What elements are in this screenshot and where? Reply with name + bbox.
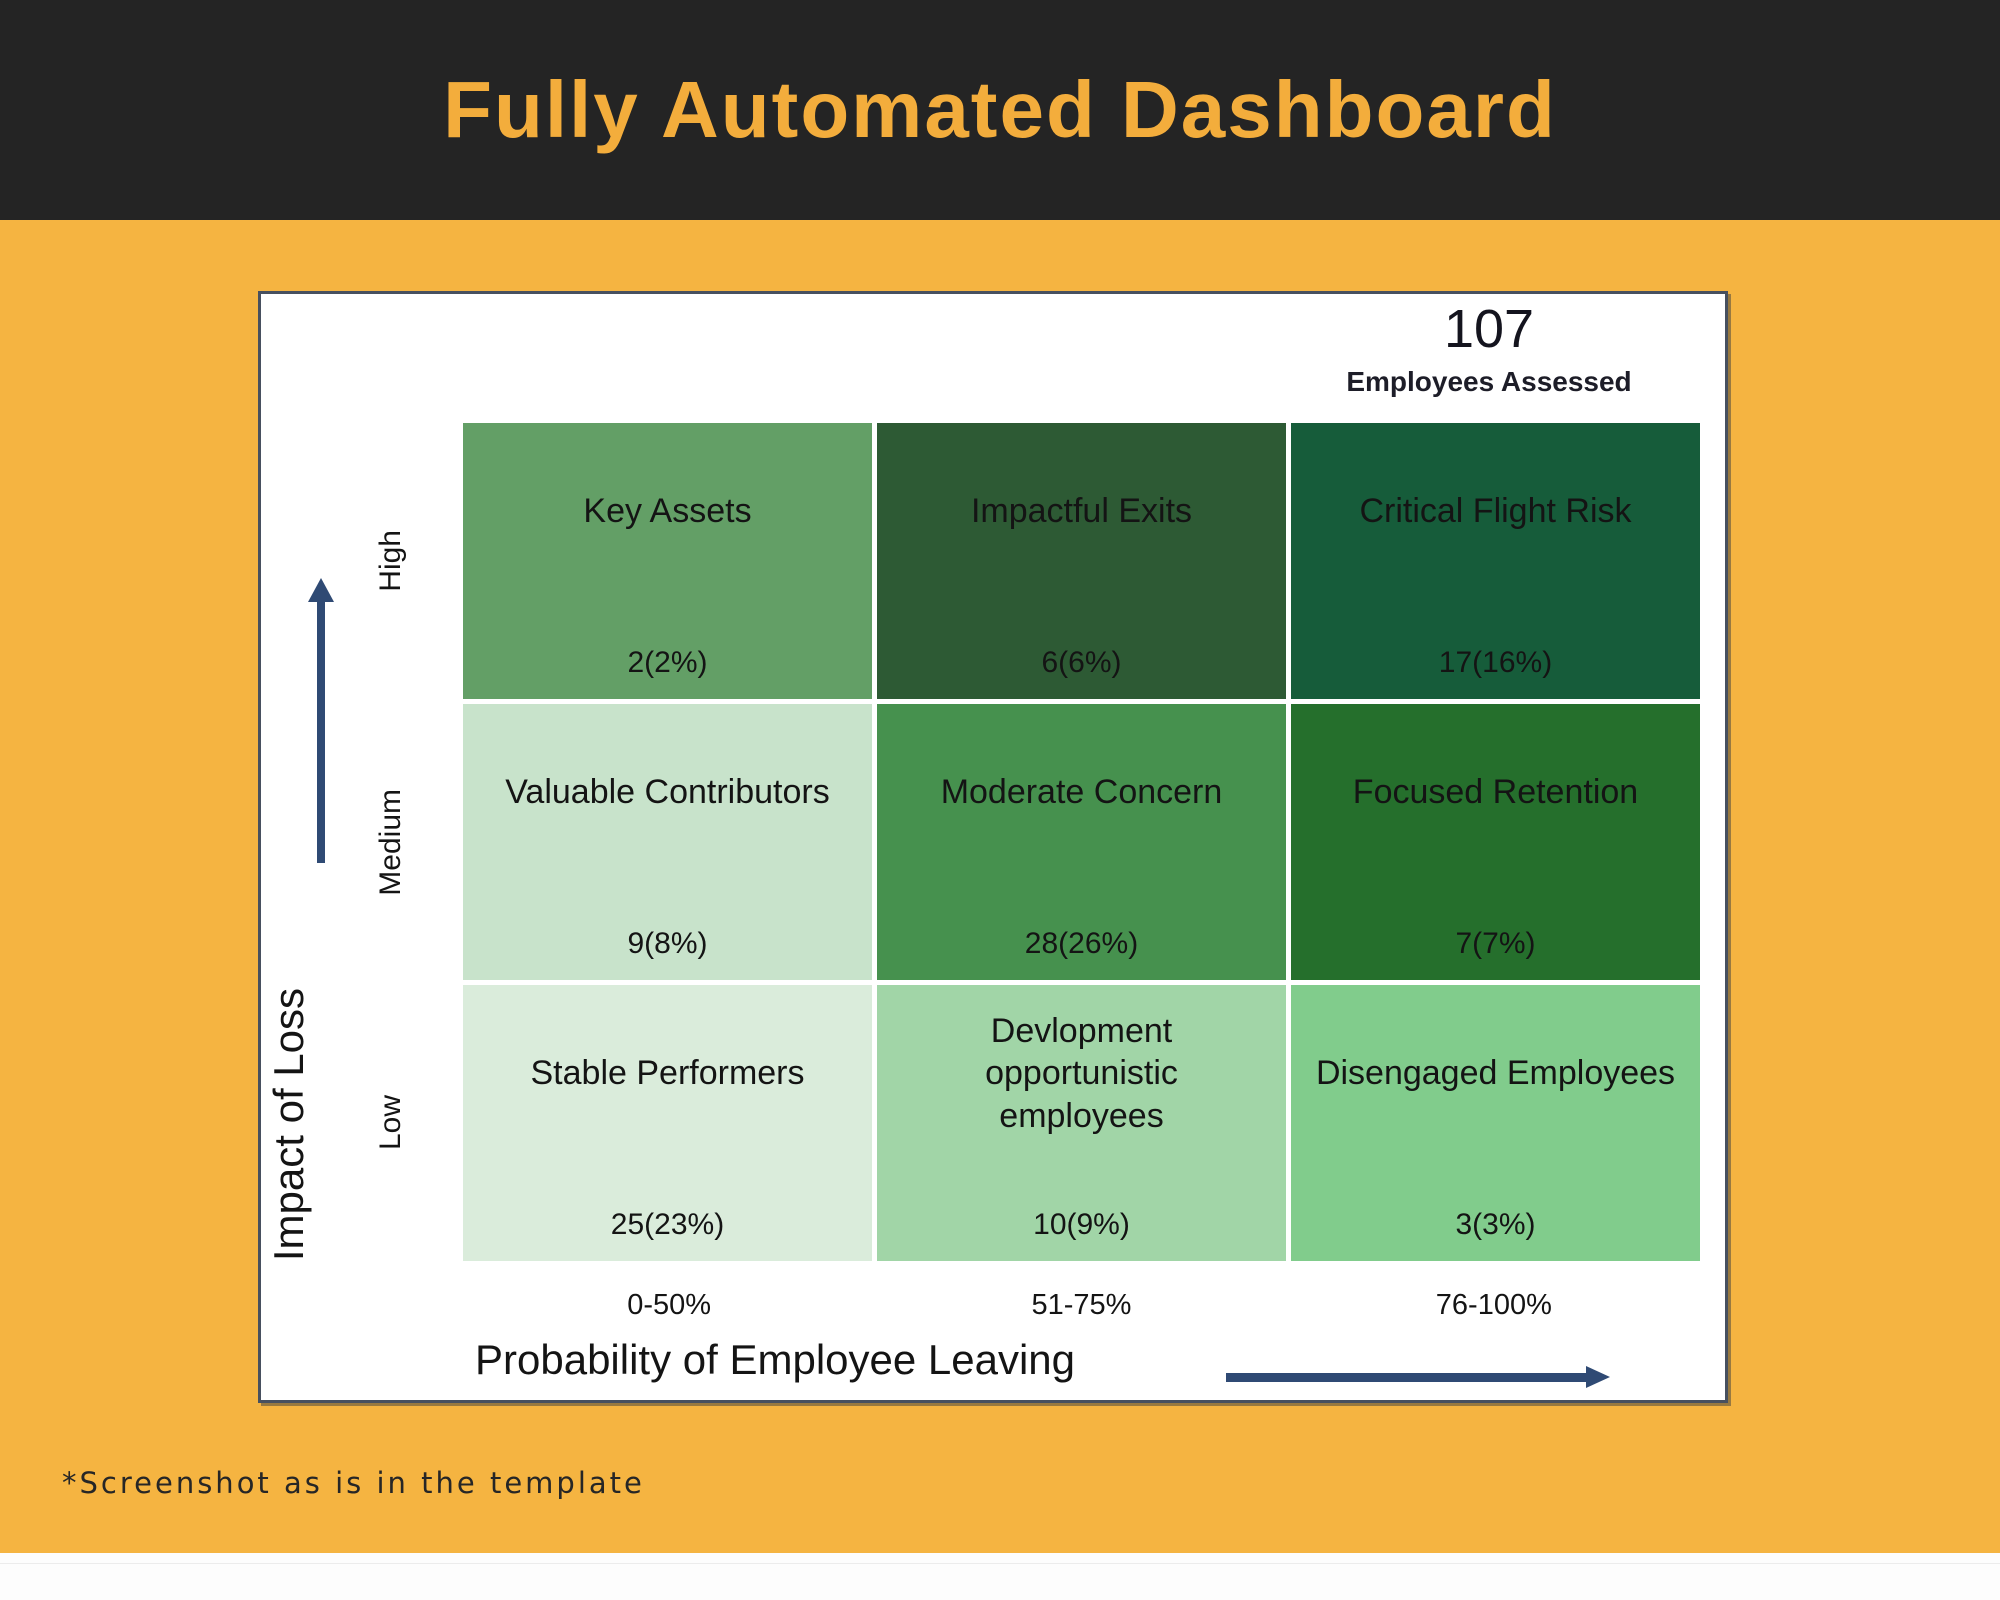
- employees-assessed-label: Employees Assessed: [1346, 366, 1632, 398]
- matrix-cell-key-assets: Key Assets 2(2%): [463, 423, 872, 699]
- matrix-cell-moderate-concern: Moderate Concern 28(26%): [877, 704, 1286, 980]
- cell-value: 7(7%): [1455, 926, 1536, 960]
- x-tick-0-50: 0-50%: [627, 1289, 712, 1321]
- cell-value: 9(8%): [627, 926, 708, 960]
- header-bar: Fully Automated Dashboard: [0, 0, 2000, 220]
- cell-label: Impactful Exits: [970, 492, 1193, 531]
- cell-label: Devlopment opportunistic employees: [985, 1011, 1178, 1135]
- impact-axis-arrow-icon: [308, 578, 334, 863]
- matrix-cell-impactful-exits: Impactful Exits 6(6%): [877, 423, 1286, 699]
- cell-label: Key Assets: [583, 492, 752, 531]
- cell-label: Focused Retention: [1352, 773, 1639, 812]
- cell-label: Moderate Concern: [940, 773, 1223, 812]
- cell-label: Critical Flight Risk: [1359, 492, 1632, 531]
- matrix-cell-critical-flight-risk: Critical Flight Risk 17(16%): [1291, 423, 1700, 699]
- cell-value: 10(9%): [1033, 1207, 1130, 1241]
- matrix-cell-focused-retention: Focused Retention 7(7%): [1291, 704, 1700, 980]
- cell-value: 3(3%): [1455, 1207, 1536, 1241]
- risk-matrix-grid: Key Assets 2(2%) Impactful Exits 6(6%) C…: [463, 423, 1700, 1261]
- x-axis-ticks: 0-50% 51-75% 76-100%: [463, 1289, 1700, 1322]
- cell-value: 28(26%): [1024, 926, 1139, 960]
- x-axis-title: Probability of Employee Leaving: [475, 1336, 1076, 1383]
- probability-axis-arrow-icon: [1226, 1366, 1610, 1388]
- cell-label: Disengaged Employees: [1315, 1054, 1676, 1093]
- dashboard-card: 107 Employees Assessed Impact of Loss Hi…: [258, 291, 1728, 1403]
- x-tick-76-100: 76-100%: [1435, 1289, 1552, 1321]
- matrix-cell-valuable-contributors: Valuable Contributors 9(8%): [463, 704, 872, 980]
- cell-value: 2(2%): [627, 645, 708, 679]
- cell-value: 6(6%): [1041, 645, 1122, 679]
- matrix-cell-development-opportunistic-employees: Devlopment opportunistic employees 10(9%…: [877, 985, 1286, 1261]
- matrix-cell-disengaged-employees: Disengaged Employees 3(3%): [1291, 985, 1700, 1261]
- cell-label: Stable Performers: [530, 1054, 805, 1093]
- cell-value: 17(16%): [1438, 645, 1553, 679]
- employees-assessed-summary: 107 Employees Assessed: [1289, 298, 1689, 398]
- footer-note: *Screenshot as is in the template: [62, 1466, 645, 1500]
- x-tick-51-75: 51-75%: [1031, 1289, 1132, 1321]
- employees-assessed-count: 107: [1443, 299, 1535, 359]
- cell-label: Valuable Contributors: [505, 773, 830, 812]
- matrix-cell-stable-performers: Stable Performers 25(23%): [463, 985, 872, 1261]
- page-title: Fully Automated Dashboard: [443, 65, 1557, 154]
- bottom-strip: [0, 1553, 2000, 1600]
- cell-value: 25(23%): [610, 1207, 725, 1241]
